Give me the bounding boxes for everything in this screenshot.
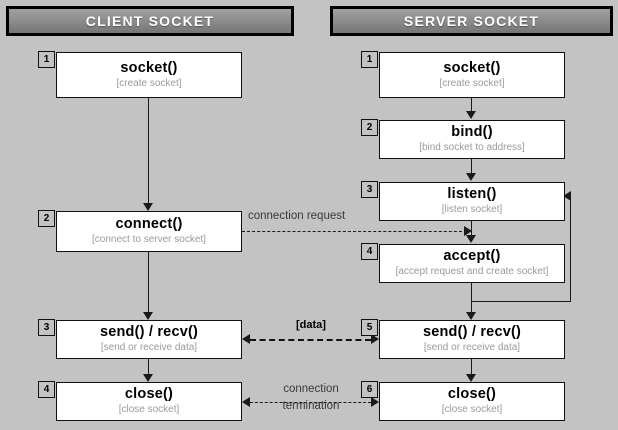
server-node-socket-sub: [create socket]: [439, 77, 505, 89]
link-termination-label-line2: termination: [282, 400, 340, 412]
server-node-accept[interactable]: 4 accept() [accept request and create so…: [361, 243, 565, 283]
link-connection-request-line: [242, 231, 467, 232]
server-arrowhead-listen: [466, 173, 476, 181]
server-node-socket[interactable]: 1 socket() [create socket]: [361, 51, 565, 98]
server-node-accept-title: accept(): [443, 248, 501, 265]
link-data-arrowhead-right: [371, 334, 379, 344]
link-data-arrowhead-left: [242, 334, 250, 344]
server-node-listen[interactable]: 3 listen() [listen socket]: [361, 181, 565, 221]
server-node-sendrecv-sub: [send or receive data]: [423, 342, 521, 354]
client-node-connect-sub: [connect to server socket]: [92, 234, 206, 246]
link-data-label: [data]: [296, 319, 326, 331]
client-node-socket-sub: [create socket]: [116, 77, 182, 89]
server-node-sendrecv[interactable]: 5 send() / recv() [send or receive data]: [361, 319, 565, 359]
client-step-badge-3: 3: [38, 319, 55, 336]
client-arrowhead-sendrecv: [143, 312, 153, 320]
client-node-close-sub: [close socket]: [118, 404, 180, 416]
server-step-badge-2: 2: [361, 119, 378, 136]
client-node-socket[interactable]: 1 socket() [create socket]: [38, 51, 242, 98]
server-step-badge-4: 4: [361, 243, 378, 260]
client-node-socket-title: socket(): [120, 59, 178, 76]
server-node-bind-title: bind(): [451, 124, 493, 141]
server-arrowhead-close: [466, 374, 476, 382]
client-node-sendrecv-sub: [send or receive data]: [100, 342, 198, 354]
server-node-close-title: close(): [447, 386, 497, 403]
server-node-listen-sub: [listen socket]: [441, 204, 503, 216]
server-node-bind-sub: [bind socket to address]: [419, 142, 525, 154]
client-connector-sendrecv-close: [148, 359, 149, 375]
client-node-sendrecv[interactable]: 3 send() / recv() [send or receive data]: [38, 319, 242, 359]
link-connection-request-arrowhead: [464, 226, 472, 236]
client-connector-socket-connect: [148, 98, 149, 203]
loopback-arrowhead-listen: [563, 191, 571, 201]
server-node-accept-sub: [accept request and create socket]: [395, 266, 549, 278]
server-arrowhead-sendrecv: [466, 312, 476, 320]
link-termination-label-line1: connection: [283, 383, 339, 395]
link-termination-arrowhead-left: [242, 397, 250, 407]
client-arrowhead-connect: [143, 203, 153, 211]
loopback-bottom-segment: [471, 301, 571, 302]
client-arrowhead-close: [143, 374, 153, 382]
client-column-header: CLIENT SOCKET: [6, 6, 294, 36]
link-connection-request-label: connection request: [248, 210, 346, 222]
server-step-badge-3: 3: [361, 181, 378, 198]
client-step-badge-4: 4: [38, 381, 55, 398]
server-node-close-sub: [close socket]: [441, 404, 503, 416]
client-step-badge-1: 1: [38, 51, 55, 68]
server-node-close[interactable]: 6 close() [close socket]: [361, 381, 565, 421]
client-node-connect-title: connect(): [115, 216, 183, 233]
server-node-bind[interactable]: 2 bind() [bind socket to address]: [361, 119, 565, 159]
loopback-right-segment: [570, 196, 571, 302]
server-step-badge-1: 1: [361, 51, 378, 68]
link-termination-arrowhead-right: [371, 397, 379, 407]
client-step-badge-2: 2: [38, 210, 55, 227]
client-node-close[interactable]: 4 close() [close socket]: [38, 381, 242, 421]
link-data-line: [250, 339, 371, 341]
server-arrowhead-accept: [466, 235, 476, 243]
server-node-socket-title: socket(): [443, 59, 501, 76]
client-node-sendrecv-title: send() / recv(): [99, 324, 199, 341]
server-connector-accept-sendrecv: [471, 283, 472, 312]
server-node-listen-title: listen(): [447, 186, 497, 203]
server-connector-sendrecv-close: [471, 359, 472, 375]
server-column-header: SERVER SOCKET: [330, 6, 613, 36]
client-node-close-title: close(): [124, 386, 174, 403]
client-node-connect[interactable]: 2 connect() [connect to server socket]: [38, 210, 242, 252]
server-step-badge-6: 6: [361, 381, 378, 398]
server-connector-socket-bind: [471, 98, 472, 112]
server-connector-bind-listen: [471, 159, 472, 174]
server-arrowhead-bind: [466, 111, 476, 119]
client-connector-connect-sendrecv: [148, 252, 149, 312]
server-step-badge-5: 5: [361, 319, 378, 336]
server-node-sendrecv-title: send() / recv(): [422, 324, 522, 341]
link-termination-line: [250, 402, 371, 403]
